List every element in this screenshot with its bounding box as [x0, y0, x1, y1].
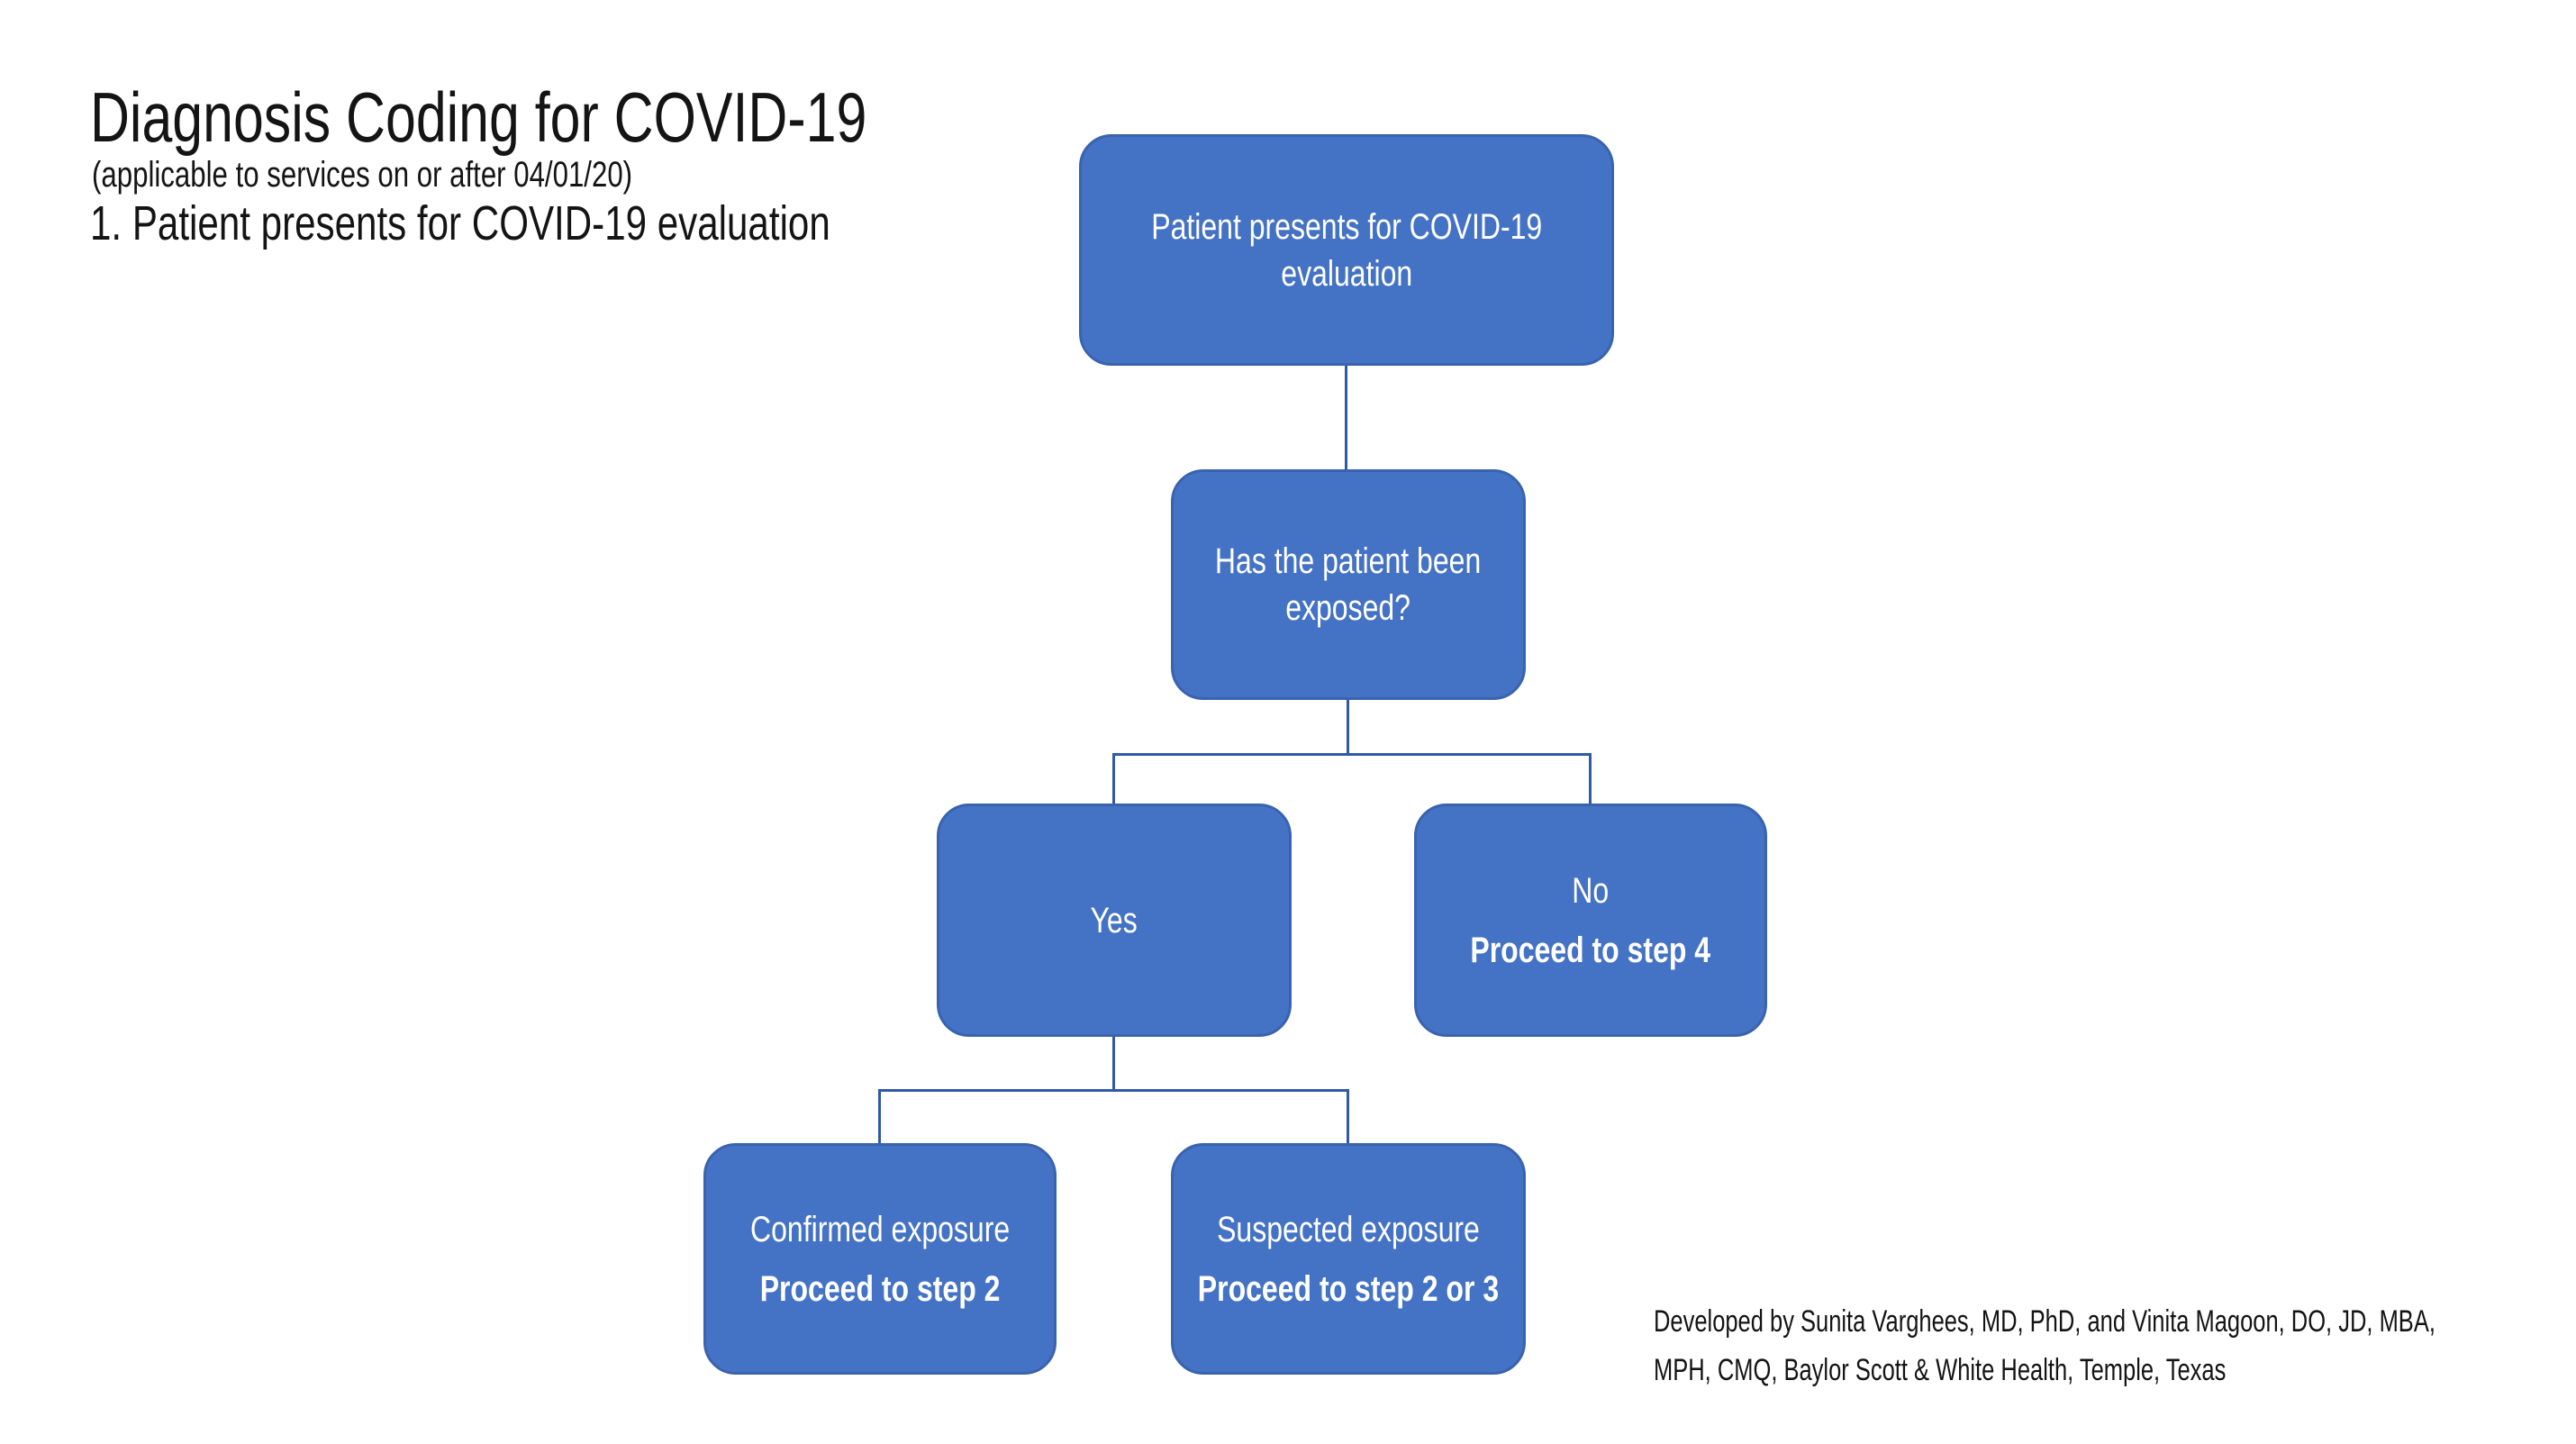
- page-title: Diagnosis Coding for COVID-19: [90, 77, 867, 157]
- flow-node-exposed: Has the patient been exposed?: [1171, 469, 1526, 700]
- node-text: Patient presents for COVID-19 evaluation: [1151, 204, 1542, 297]
- connector-yes-stub: [1112, 1037, 1115, 1091]
- credit-line: Developed by Sunita Varghees, MD, PhD, a…: [1654, 1304, 2435, 1339]
- node-text-line: evaluation: [1281, 253, 1412, 294]
- connector-drop-to-yes: [1112, 753, 1115, 804]
- step-heading: 1. Patient presents for COVID-19 evaluat…: [90, 196, 830, 250]
- node-text-line: Yes: [1090, 900, 1138, 940]
- connector-branch2-horizontal: [878, 1089, 1349, 1092]
- node-text-line: Confirmed exposure: [749, 1209, 1011, 1249]
- node-text: Has the patient been exposed?: [1215, 538, 1481, 631]
- flow-node-start: Patient presents for COVID-19 evaluation: [1079, 134, 1614, 366]
- node-action-line: Proceed to step 2 or 3: [1197, 1268, 1500, 1309]
- credit-text: Developed by Sunita Varghees, MD, PhD, a…: [1654, 1297, 2435, 1395]
- connector-start-to-exposed: [1345, 366, 1347, 470]
- node-text-line: No: [1572, 870, 1610, 911]
- flow-node-no: No Proceed to step 4: [1414, 804, 1767, 1037]
- connector-drop-to-confirmed: [878, 1089, 881, 1143]
- node-text: Yes: [1091, 897, 1138, 944]
- flow-node-confirmed: Confirmed exposure Proceed to step 2: [703, 1143, 1057, 1375]
- connector-exposed-stub: [1347, 699, 1349, 755]
- connector-drop-to-suspected: [1347, 1089, 1349, 1143]
- node-action-line: Proceed to step 4: [1470, 930, 1711, 970]
- node-action-line: Proceed to step 2: [759, 1268, 1001, 1309]
- credit-line: MPH, CMQ, Baylor Scott & White Health, T…: [1654, 1353, 2227, 1388]
- connector-drop-to-no: [1589, 753, 1592, 804]
- node-text-line: exposed?: [1285, 588, 1411, 628]
- node-text: Suspected exposure Proceed to step 2 or …: [1198, 1206, 1499, 1312]
- node-text-line: Suspected exposure: [1217, 1209, 1480, 1249]
- flow-node-yes: Yes: [937, 804, 1292, 1037]
- flow-node-suspected: Suspected exposure Proceed to step 2 or …: [1171, 1143, 1526, 1375]
- page-subtitle: (applicable to services on or after 04/0…: [92, 155, 633, 195]
- connector-branch1-horizontal: [1112, 753, 1592, 756]
- node-text: Confirmed exposure Proceed to step 2: [750, 1206, 1010, 1312]
- node-text: No Proceed to step 4: [1471, 867, 1711, 974]
- node-text-line: Has the patient been: [1215, 541, 1482, 581]
- node-text-line: Patient presents for COVID-19: [1151, 206, 1542, 247]
